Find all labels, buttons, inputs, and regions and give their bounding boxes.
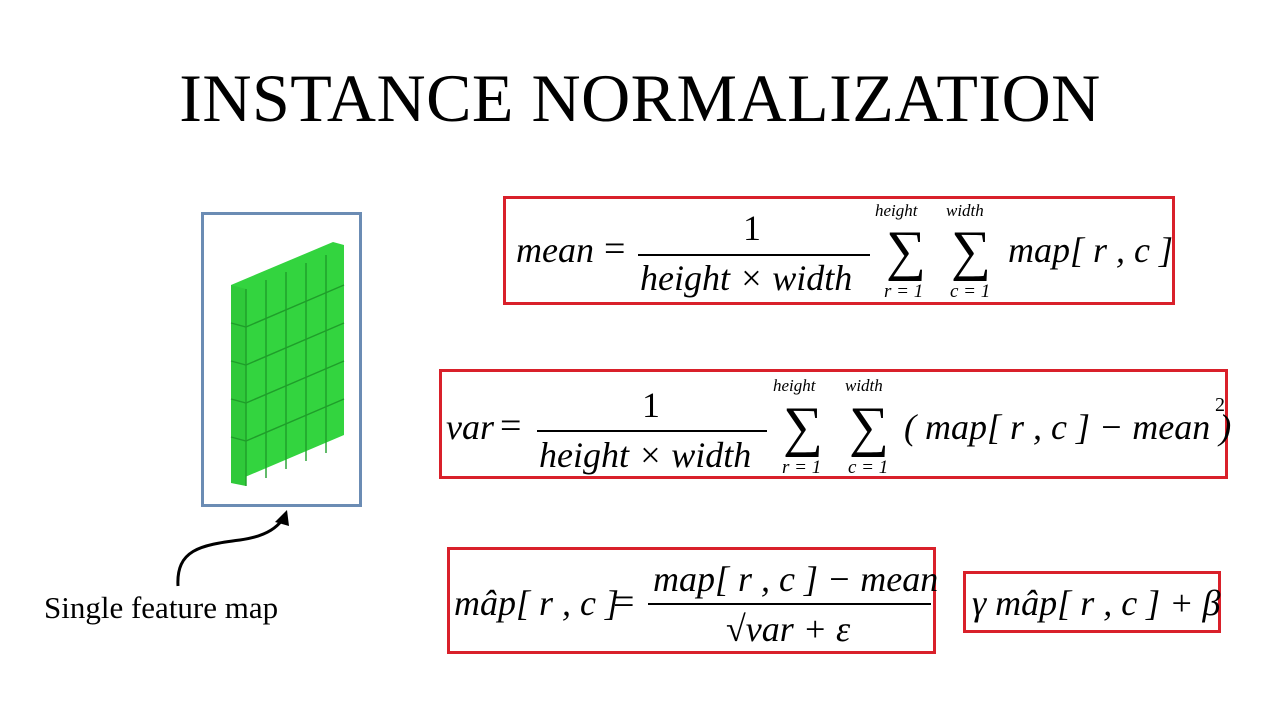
var-summand: ( map[ r , c ] − mean ) [904, 407, 1232, 447]
feature-map-frame [201, 212, 362, 507]
scale-shift-equation-box: γ mâp[ r , c ] + β [963, 571, 1221, 633]
mean-lhs: mean [516, 230, 594, 270]
mean-fraction-bar [638, 254, 870, 256]
mean-numerator: 1 [743, 208, 761, 248]
sum-icon: ∑ [951, 220, 991, 282]
mean-sum2-upper: width [946, 201, 984, 220]
var-exponent: 2 [1215, 394, 1225, 416]
normalize-equals: = [613, 581, 635, 623]
scale-shift-expr: γ mâp[ r , c ] + β [972, 583, 1221, 623]
slide-title: INSTANCE NORMALIZATION [179, 60, 1101, 136]
sum-icon: ∑ [849, 396, 889, 458]
feature-map-caption: Single feature map [44, 590, 279, 625]
normalize-numerator: map[ r , c ] − mean [653, 559, 939, 599]
var-lhs: var [446, 407, 494, 447]
var-sum1-upper: height [773, 376, 816, 395]
var-fraction-bar [537, 430, 767, 432]
sum-icon: ∑ [886, 220, 926, 282]
curved-arrow-icon [176, 510, 289, 587]
sum-icon: ∑ [783, 396, 823, 458]
var-equals: = [500, 405, 522, 447]
var-sum1-lower: r = 1 [782, 457, 822, 478]
mean-summand: map[ r , c ] [1008, 230, 1174, 270]
var-equation-box: var = 1 height × width height ∑ r = 1 wi… [439, 369, 1232, 479]
normalize-lhs: mâp[ r , c ] [454, 583, 620, 623]
mean-equation-box: mean = 1 height × width height ∑ r = 1 w… [503, 196, 1175, 305]
mean-sum1-lower: r = 1 [884, 281, 924, 302]
normalize-denominator: √var + ε [726, 609, 851, 649]
feature-map-grid-icon [230, 242, 345, 486]
var-denominator: height × width [539, 435, 752, 475]
mean-equals: = [604, 228, 626, 270]
mean-sum1-upper: height [875, 201, 918, 220]
normalize-fraction-bar [648, 603, 931, 605]
var-numerator: 1 [642, 385, 660, 425]
mean-denominator: height × width [640, 258, 853, 298]
var-sum2-lower: c = 1 [848, 457, 889, 478]
mean-sum2-lower: c = 1 [950, 281, 991, 302]
normalize-equation-box: mâp[ r , c ] = map[ r , c ] − mean √var … [447, 547, 939, 654]
var-sum2-upper: width [845, 376, 883, 395]
